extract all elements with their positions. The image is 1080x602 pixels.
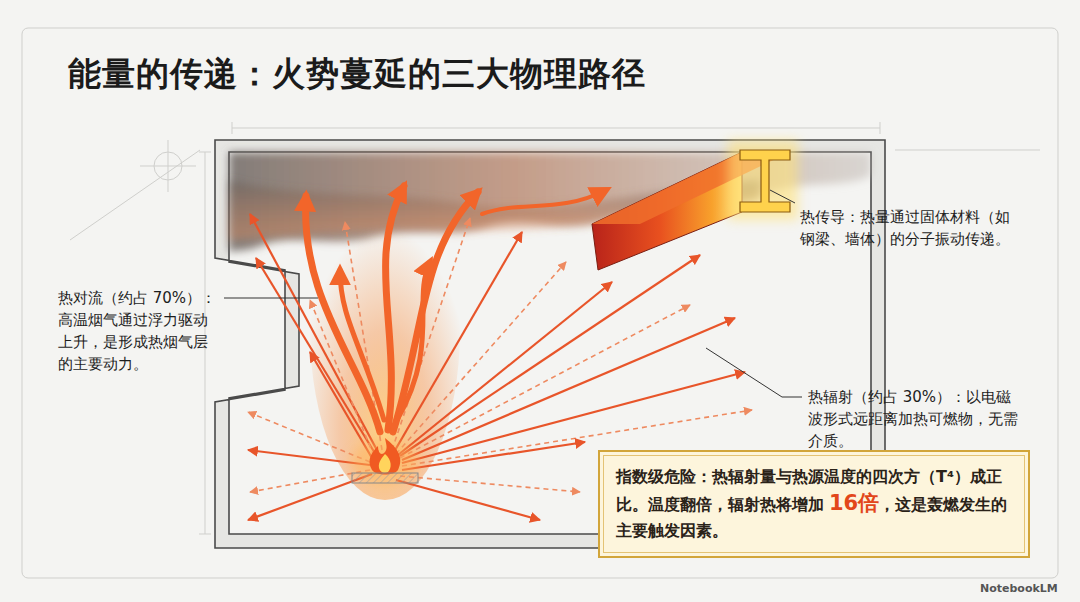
radiation-arrow — [398, 282, 612, 455]
dimension-tick — [232, 122, 233, 134]
crosshair-line — [168, 140, 169, 192]
warning-text: 指数级危险：热辐射量与热源温度的四次方（T⁴）成正比。温度翻倍，辐射热将增加16… — [616, 464, 1012, 544]
warning-box: 指数级危险：热辐射量与热源温度的四次方（T⁴）成正比。温度翻倍，辐射热将增加16… — [598, 450, 1030, 558]
blueprint-grid — [22, 28, 1058, 578]
i-beam-profile — [740, 150, 790, 212]
dimension-line — [232, 128, 880, 129]
radiation-arrow — [310, 300, 374, 456]
steel-beam — [592, 140, 798, 270]
radiation-arrow — [250, 214, 378, 452]
smoke-flow-arrow — [482, 190, 606, 214]
leader-line — [770, 190, 795, 203]
convection-plume — [306, 186, 606, 432]
leader-line — [224, 298, 318, 299]
beam-glow — [728, 140, 798, 220]
dimension-tick — [880, 122, 881, 134]
construction-line — [70, 150, 200, 240]
fire-glow — [351, 440, 419, 484]
radiation-arrow — [402, 442, 585, 470]
dimension-tick — [199, 534, 211, 535]
conduction-callout: 热传导：热量通过固体材料（如钢梁、墙体）的分子振动传递。 — [800, 206, 1018, 250]
plume-arrow — [393, 192, 478, 432]
radiation-arrow — [400, 305, 690, 458]
convection-callout: 热对流（约占 70%）：高温烟气通过浮力驱动上升，是形成热烟气层的主要动力。 — [58, 287, 218, 375]
radiation-arrow — [392, 218, 470, 450]
fuel-tray — [352, 473, 418, 483]
page-title: 能量的传递：火势蔓延的三大物理路径 — [68, 52, 646, 97]
highlight-number: 16倍 — [829, 491, 879, 515]
fire-source — [351, 438, 419, 484]
leader-lines — [224, 190, 802, 397]
plume-arrow — [397, 262, 430, 420]
radiation-callout: 热辐射（约占 30%）：以电磁波形式远距离加热可燃物，无需介质。 — [808, 386, 1020, 452]
leader-line — [706, 348, 802, 397]
plume-arrow — [306, 196, 380, 432]
flame-outer — [370, 438, 401, 475]
watermark: NotebookLM — [980, 582, 1058, 595]
radiation-arrow — [248, 412, 370, 462]
radiation-arrow — [310, 352, 372, 458]
outer-frame — [22, 28, 1058, 578]
radiation-arrow — [396, 480, 540, 520]
dimension-tick — [199, 152, 211, 153]
plume-arrow — [340, 270, 384, 420]
flame-inner — [379, 454, 391, 473]
construction-line — [895, 150, 1040, 151]
